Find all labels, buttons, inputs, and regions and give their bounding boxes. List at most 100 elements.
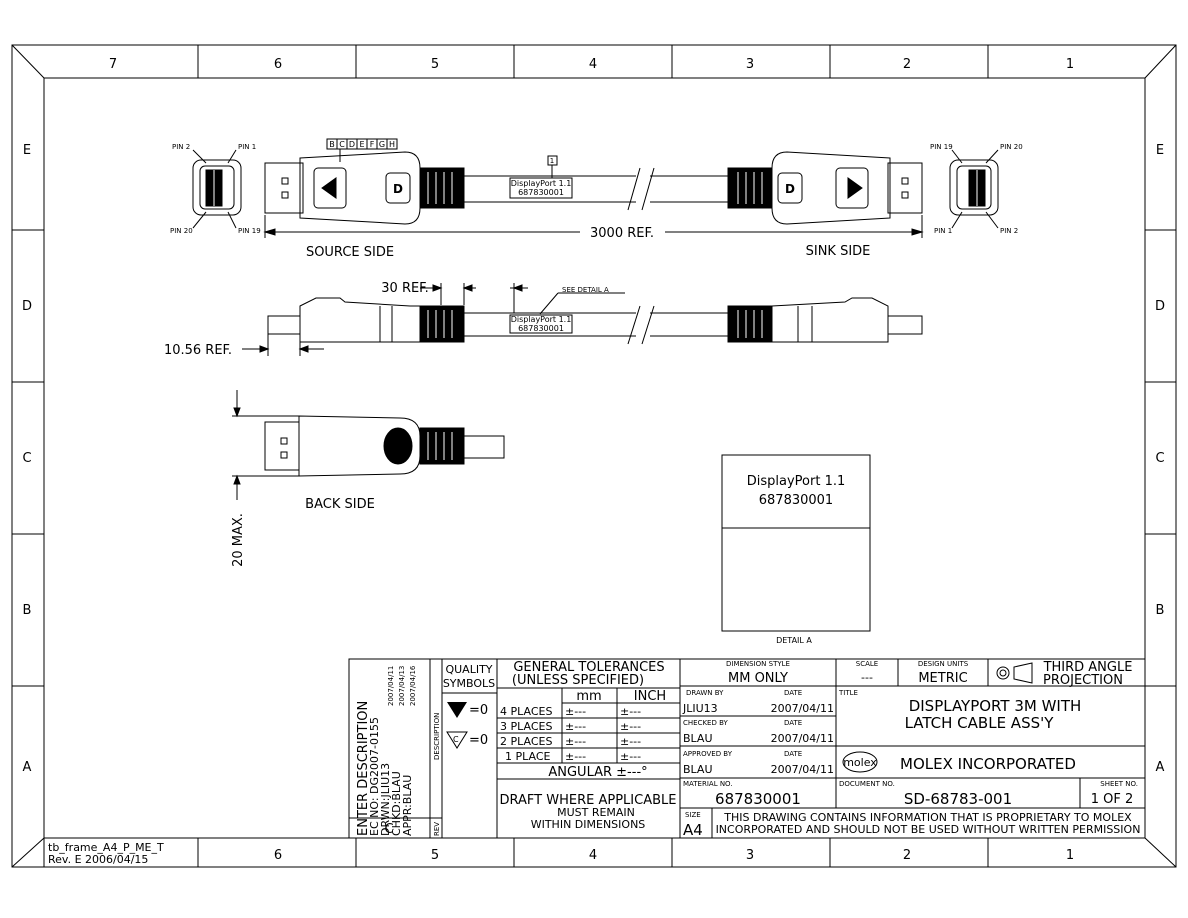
pin-label: PIN 2 <box>172 143 190 151</box>
scale-label: SCALE <box>856 660 878 668</box>
pin-label: PIN 19 <box>930 143 953 151</box>
tol-row-mm: ±--- <box>565 750 586 763</box>
date-label: DATE <box>784 750 802 758</box>
material-no-label: MATERIAL NO. <box>683 780 733 788</box>
date-label: DATE <box>784 719 802 727</box>
document-no-label: DOCUMENT NO. <box>839 780 895 788</box>
date-label: DATE <box>784 689 802 697</box>
quality-filled-triangle-icon <box>447 702 467 718</box>
row-label: A <box>1156 760 1165 775</box>
row-label: D <box>1155 299 1165 314</box>
back-side-label: BACK SIDE <box>305 497 375 512</box>
source-side-label: SOURCE SIDE <box>306 245 394 260</box>
max-20-label: 20 MAX. <box>231 513 246 567</box>
detail-caption: DETAIL A <box>776 636 812 645</box>
rev-label: REV <box>433 822 441 836</box>
design-units-value: METRIC <box>918 671 967 686</box>
sink-end-face <box>949 159 999 216</box>
svg-text:D: D <box>785 182 795 196</box>
sheet-no-value: 1 OF 2 <box>1091 792 1134 807</box>
length-ref: 3000 REF. <box>590 226 654 241</box>
checked-by-label: CHECKED BY <box>683 719 729 727</box>
angular-tolerance: ANGULAR ±---° <box>548 765 647 780</box>
rev-value: C <box>384 822 393 837</box>
cable-label-line2: 687830001 <box>518 188 564 197</box>
title-line1: DISPLAYPORT 3M WITH <box>909 697 1082 715</box>
tol-row-label: 2 PLACES <box>500 735 552 748</box>
letter-box-labels: B C D E F G H 1 <box>329 140 554 165</box>
rev-description-header: ENTER DESCRIPTION <box>356 701 371 836</box>
quality-c-mark: C <box>453 735 459 744</box>
col-inch: INCH <box>634 689 666 704</box>
tol-row-mm: ±--- <box>565 705 586 718</box>
rev-drawn: DRWN:JLIU13 <box>379 763 392 836</box>
col-label: 2 <box>903 57 911 72</box>
unless-specified: (UNLESS SPECIFIED) <box>512 673 644 688</box>
pin-label: PIN 2 <box>1000 227 1018 235</box>
size-value: A4 <box>683 821 703 839</box>
rev-approved: APPR:BLAU <box>401 775 414 836</box>
molex-logo-back: molex <box>394 437 401 456</box>
ref-1056-label: 10.56 REF. <box>164 343 232 358</box>
row-label: E <box>1156 143 1164 158</box>
col-label: 5 <box>431 848 439 863</box>
letter-box: H <box>389 140 395 149</box>
design-units-label: DESIGN UNITS <box>918 660 969 668</box>
rev-date: 2007/04/16 <box>409 665 417 706</box>
draft-line1: DRAFT WHERE APPLICABLE <box>500 793 677 808</box>
row-label: D <box>22 299 32 314</box>
cable-label-line1: DisplayPort 1.1 <box>511 179 572 188</box>
general-tolerances: GENERAL TOLERANCES <box>513 660 664 675</box>
col-mm: mm <box>576 689 601 704</box>
col-label: 5 <box>431 57 439 72</box>
frame-labels: 7 6 5 4 3 2 1 6 5 4 3 2 1 E D C B A E D … <box>22 57 1165 863</box>
col-label: 4 <box>589 57 597 72</box>
projection-line1: THIRD ANGLE <box>1043 660 1133 675</box>
quality-symbols-label: QUALITY <box>445 663 492 676</box>
checked-date: 2007/04/11 <box>771 732 834 745</box>
rev-date: 2007/04/13 <box>398 666 406 706</box>
title-line2: LATCH CABLE ASS'Y <box>905 714 1055 732</box>
row-label: C <box>1155 451 1164 466</box>
rev-date: 2007/04/11 <box>387 666 395 706</box>
company-name: MOLEX INCORPORATED <box>900 755 1076 773</box>
rev-ec-no: EC NO: DG2007-0155 <box>368 717 381 836</box>
tol-row-label: 1 PLACE <box>505 750 551 763</box>
molex-logo-icon <box>842 751 878 773</box>
letter-box: C <box>339 140 345 149</box>
see-detail-label: SEE DETAIL A <box>562 286 609 294</box>
col-label: 3 <box>746 57 754 72</box>
svg-text:D: D <box>393 182 403 196</box>
col-label: 2 <box>903 848 911 863</box>
revision-text: ENTER DESCRIPTION EC NO: DG2007-0155 DRW… <box>356 665 441 837</box>
col-label: 6 <box>274 57 282 72</box>
draft-line2: MUST REMAIN <box>557 806 635 819</box>
proprietary-line2: INCORPORATED AND SHOULD NOT BE USED WITH… <box>716 823 1141 836</box>
col-label: 1 <box>1066 848 1074 863</box>
pin-label: PIN 1 <box>238 143 256 151</box>
quality-outline-triangle-icon <box>446 731 468 749</box>
tol-row-inch: ±--- <box>620 705 641 718</box>
checked-by-value: BLAU <box>683 732 713 745</box>
source-end-face <box>192 159 242 216</box>
top-view: D D <box>192 138 999 238</box>
scale-value: --- <box>861 671 873 684</box>
quality-eq2: =0 <box>469 733 488 748</box>
template-name: tb_frame_A4_P_ME_T <box>48 841 164 854</box>
tol-row-mm: ±--- <box>565 720 586 733</box>
quality-eq1: =0 <box>469 703 488 718</box>
title-block <box>441 658 1146 839</box>
projection-line2: PROJECTION <box>1043 673 1123 688</box>
letter-box: F <box>370 140 375 149</box>
row-label: A <box>23 760 32 775</box>
row-label: B <box>23 603 32 618</box>
back-view: molex <box>232 390 505 500</box>
size-label: SIZE <box>685 811 701 819</box>
pin-label: PIN 19 <box>238 227 261 235</box>
note-box: 1 <box>550 157 554 165</box>
material-no-value: 687830001 <box>715 790 801 808</box>
pin-label: PIN 20 <box>170 227 193 235</box>
letter-box: D <box>349 140 355 149</box>
approved-date: 2007/04/11 <box>771 763 834 776</box>
